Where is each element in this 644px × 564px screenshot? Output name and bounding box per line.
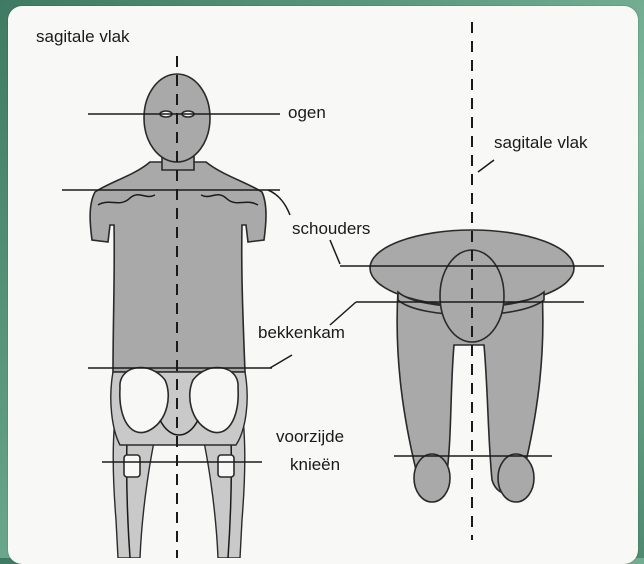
shoulders-pointer xyxy=(268,190,290,215)
top-sagittal-label: sagitale vlak xyxy=(494,133,588,152)
pelvic-crest-label: bekkenkam xyxy=(258,323,345,342)
pelvic-crest-pointer xyxy=(270,355,292,368)
front-torso xyxy=(90,162,266,372)
top-pelvic-pointer xyxy=(330,302,356,325)
knees-label-line1: voorzijde xyxy=(276,427,344,446)
top-sagittal-pointer xyxy=(478,160,494,172)
front-sagittal-label: sagitale vlak xyxy=(36,27,130,46)
knees-label-line2: knieën xyxy=(290,455,340,474)
front-figure xyxy=(90,74,266,558)
eyes-label: ogen xyxy=(288,103,326,122)
top-shoulders-pointer xyxy=(330,240,340,264)
shoulders-label: schouders xyxy=(292,219,370,238)
